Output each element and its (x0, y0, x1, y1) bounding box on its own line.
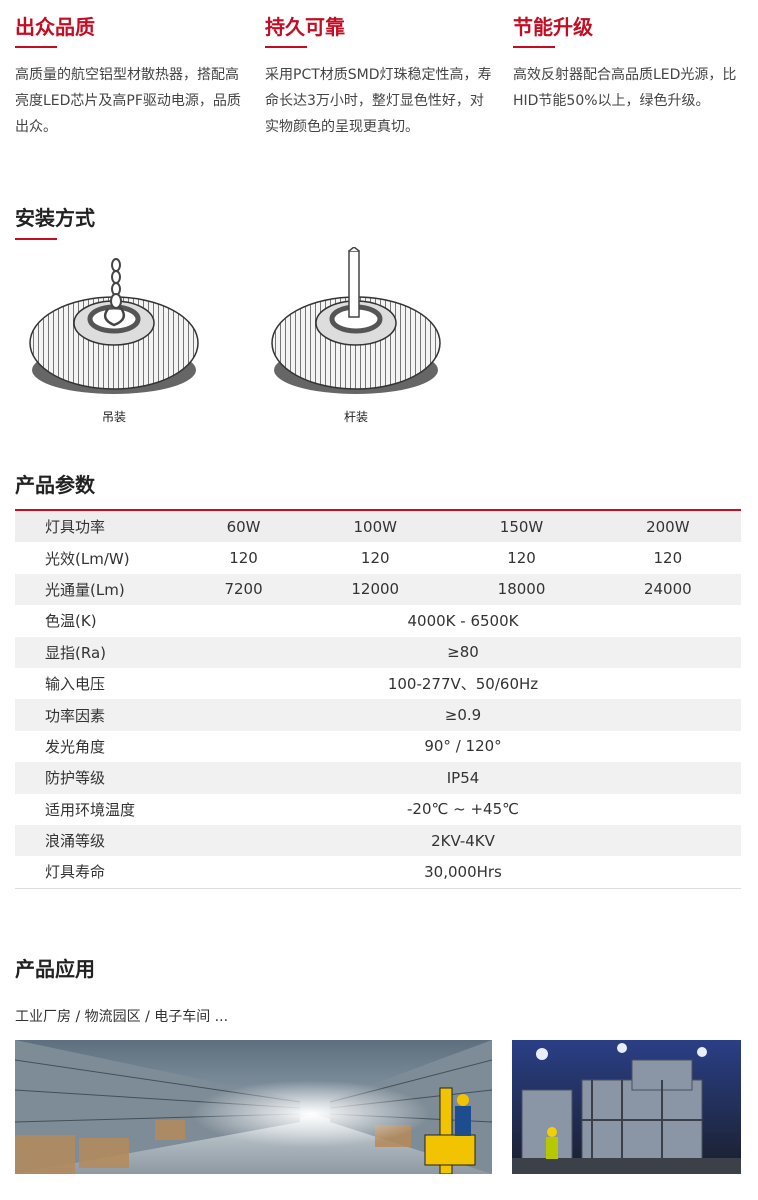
table-row: 色温(K) 4000K - 6500K (15, 605, 741, 636)
header-cell: 灯具功率 (45, 518, 106, 537)
title-underline (265, 46, 307, 48)
row-label: 显指(Ra) (45, 643, 106, 662)
highbay-pole-icon (271, 246, 441, 394)
cell: 120 (507, 549, 536, 568)
application-title: 产品应用 (15, 957, 95, 981)
row-label: 适用环境温度 (45, 800, 136, 819)
table-row: 显指(Ra) ≥80 (15, 636, 741, 668)
factory-photo (512, 1040, 741, 1174)
row-label: 灯具寿命 (45, 863, 106, 882)
row-label: 发光角度 (45, 737, 106, 756)
feature-title: 持久可靠 (265, 15, 345, 39)
feature-energy: 节能升级 高效反射器配合高品质LED光源，比HID节能50%以上，绿色升级。 (513, 12, 741, 114)
factory-image (512, 1040, 741, 1174)
row-label: 光效(Lm/W) (45, 549, 130, 568)
mount-label: 杆装 (343, 410, 368, 424)
table-row: 光效(Lm/W) 120 120 120 120 (15, 542, 741, 573)
cell: 120 (653, 549, 683, 568)
cell: 4000K - 6500K (407, 611, 519, 630)
cell: 7200 (224, 580, 263, 599)
row-label: 功率因素 (45, 706, 106, 725)
table-row: 适用环境温度 -20℃ ~ +45℃ (15, 794, 741, 825)
table-row: 光通量(Lm) 7200 12000 18000 24000 (15, 573, 741, 606)
feature-reliable: 持久可靠 采用PCT材质SMD灯珠稳定性高，寿命长达3万小时，整灯显色性好，对实… (265, 12, 493, 140)
title-underline (15, 238, 57, 240)
install-title: 安装方式 (15, 206, 95, 230)
params-title: 产品参数 (15, 473, 95, 497)
feature-text: 高效反射器配合高品质LED光源，比HID节能50%以上，绿色升级。 (513, 67, 737, 109)
row-label: 光通量(Lm) (45, 580, 125, 599)
feature-text: 采用PCT材质SMD灯珠稳定性高，寿命长达3万小时，整灯显色性好，对实物颜色的呈… (265, 67, 492, 135)
title-underline (15, 46, 57, 48)
header-cell: 100W (353, 517, 397, 536)
cell: ≥0.9 (444, 706, 482, 725)
params-table: 灯具功率 60W 100W 150W 200W 光效(Lm/W) 120 120… (15, 509, 741, 889)
application-scenes: 工业厂房 / 物流园区 / 电子车间 ... (15, 1009, 229, 1025)
warehouse-image (15, 1040, 492, 1174)
header-cell: 150W (499, 517, 544, 536)
feature-title: 节能升级 (513, 15, 593, 39)
cell: -20℃ ~ +45℃ (407, 800, 519, 819)
cell: 120 (229, 549, 258, 568)
cell: IP54 (446, 768, 480, 787)
row-label: 输入电压 (45, 675, 106, 694)
cell: 100-277V、50/60Hz (387, 675, 539, 694)
feature-text: 高质量的航空铝型材散热器，搭配高亮度LED芯片及高PF驱动电源，品质出众。 (15, 67, 241, 135)
row-label: 浪涌等级 (45, 832, 106, 851)
cell: 90° / 120° (424, 737, 502, 756)
warehouse-photo (15, 1040, 492, 1174)
header-cell: 60W (226, 517, 261, 536)
cell: 2KV-4KV (431, 831, 495, 850)
cell: 24000 (643, 580, 692, 599)
highbay-chain-icon (29, 258, 199, 394)
mount-pole: 杆装 (270, 246, 442, 425)
feature-title: 出众品质 (15, 15, 95, 39)
table-row: 发光角度 90° / 120° (15, 731, 741, 762)
cell: ≥80 (447, 643, 479, 662)
table-row: 功率因素 ≥0.9 (15, 699, 741, 731)
header-cell: 200W (646, 517, 690, 536)
cell: 12000 (351, 580, 400, 599)
mount-label: 吊装 (101, 410, 126, 424)
table-row: 灯具寿命 30,000Hrs (15, 856, 741, 888)
row-label: 防护等级 (45, 769, 106, 788)
table-row: 防护等级 IP54 (15, 762, 741, 794)
cell: 30,000Hrs (424, 862, 502, 881)
mount-hanging: 吊装 (28, 255, 200, 425)
title-underline (513, 46, 555, 48)
cell: 18000 (497, 580, 546, 599)
feature-quality: 出众品质 高质量的航空铝型材散热器，搭配高亮度LED芯片及高PF驱动电源，品质出… (15, 12, 243, 140)
cell: 120 (360, 549, 390, 568)
row-label: 色温(K) (45, 612, 97, 631)
table-row: 浪涌等级 2KV-4KV (15, 824, 741, 857)
table-row: 输入电压 100-277V、50/60Hz (15, 668, 741, 699)
table-header-row: 灯具功率 60W 100W 150W 200W (15, 510, 741, 543)
